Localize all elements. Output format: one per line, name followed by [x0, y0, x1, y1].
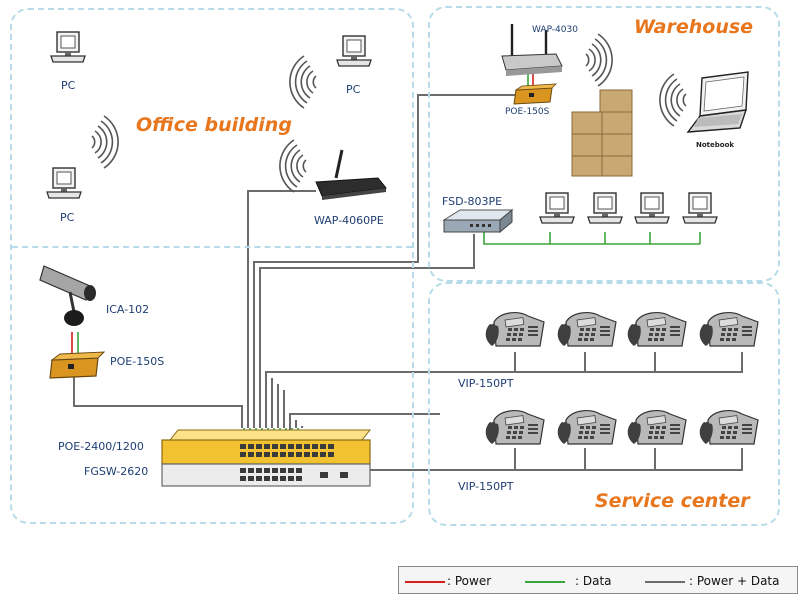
label-poe-warehouse: POE-150S — [505, 107, 550, 117]
poe-injector-icon — [49, 351, 106, 379]
label-pc-top-left: PC — [61, 79, 76, 92]
access-point-icon — [501, 24, 563, 76]
zone-title-warehouse: Warehouse — [634, 16, 754, 38]
access-point-icon — [315, 149, 387, 200]
legend-data-swatch — [525, 581, 565, 583]
legend-power-data-swatch — [645, 581, 685, 583]
warehouse-zone — [428, 6, 780, 282]
desktop-switch-icon — [442, 208, 514, 234]
service-zone — [428, 282, 780, 526]
label-pc-mid-left: PC — [60, 211, 75, 224]
legend: : Power : Data : Power + Data — [398, 566, 798, 594]
ip-camera-icon — [39, 265, 96, 326]
zone-title-office: Office building — [136, 114, 292, 136]
label-wap-warehouse: WAP-4030 — [532, 25, 578, 35]
office-divider — [12, 246, 412, 248]
legend-power-data-label: : Power + Data — [689, 574, 780, 588]
zone-title-service: Service center — [595, 490, 750, 512]
office-zone — [10, 8, 414, 524]
legend-power-swatch — [405, 581, 445, 583]
label-switch-top: POE-2400/1200 — [58, 440, 144, 453]
label-pc-top-right: PC — [346, 83, 361, 96]
poe-switch-icon — [161, 429, 372, 487]
notebook-icon — [686, 71, 749, 133]
poe-injector-icon — [513, 83, 558, 105]
label-wap-office: WAP-4060PE — [314, 214, 384, 227]
storage-boxes-icon — [571, 89, 633, 177]
label-switch-bottom: FGSW-2620 — [84, 465, 149, 478]
label-phones-bottom: VIP-150PT — [458, 480, 514, 493]
label-notebook: Notebook — [696, 141, 735, 149]
legend-data-label: : Data — [575, 574, 612, 588]
label-camera: ICA-102 — [106, 303, 150, 316]
label-poe-office: POE-150S — [110, 355, 165, 368]
label-fsd: FSD-803PE — [442, 195, 503, 208]
legend-power-label: : Power — [447, 574, 492, 588]
label-phones-top: VIP-150PT — [458, 377, 514, 390]
